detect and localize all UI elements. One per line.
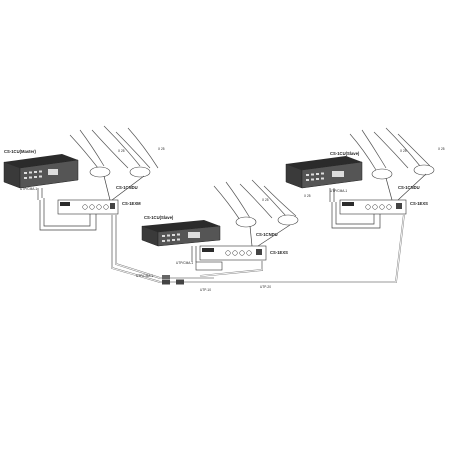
utp-master-label: UTP/CMA-1: [20, 187, 37, 191]
wired-slave-right-label: CS-1CNDU: [398, 185, 420, 190]
link-a-label: UTP/CMA-1: [136, 274, 153, 278]
extender-slave-center: [199, 245, 267, 261]
delegate-mics-master: [69, 125, 159, 178]
wired-slave-center-label: CS-1CNDU: [256, 232, 278, 237]
central-unit-master: [3, 154, 79, 189]
trunk-connector-c: [162, 275, 170, 279]
delegate-mics-slave-right: [349, 127, 435, 180]
utp-slave-right-label: UTP/CMA-1: [330, 189, 347, 193]
link-b-label: UTP-10: [200, 288, 211, 292]
trunk-cables: [111, 213, 405, 285]
wired-master-label: CS-1CNDU: [116, 185, 138, 190]
extender-master-label: CS-1EXM: [122, 201, 141, 206]
central-unit-slave-right: [285, 156, 363, 189]
link-c-label: UTP-20: [260, 285, 271, 289]
unit-master: CS-1CU(Master) UTP/CMA-1: [3, 125, 165, 231]
delegate-mics-slave-center: [213, 179, 299, 228]
mic-count-slave-center-b: X 25: [304, 194, 311, 198]
unit-slave-center: CS-1CU(Slave) UTP/CMA-1 CS-1EXS: [141, 179, 311, 271]
extender-slave-right: [339, 199, 407, 215]
mic-count-master-b: X 25: [158, 147, 165, 151]
extender-slave-center-label: CS-1EXS: [270, 250, 288, 255]
utp-slave-center-label: UTP/CMA-1: [176, 261, 193, 265]
cu-slave-center-label: CS-1CU(Slave): [144, 215, 174, 220]
central-unit-slave-center: [141, 220, 221, 247]
port-box-slave-center: [195, 261, 223, 271]
mic-count-slave-right-b: X 25: [438, 147, 445, 151]
unit-slave-right: CS-1CU(Slave) UTP/CMA-1 CS-1EXS: [285, 127, 445, 229]
cu-slave-right-label: CS-1CU(Slave): [330, 151, 360, 156]
mic-count-slave-center-a: X 25: [262, 198, 269, 202]
trunk-connector-a: [162, 279, 170, 285]
mic-count-slave-right-a: X 25: [400, 149, 407, 153]
trunk-connector-b: [176, 279, 184, 285]
extender-slave-right-label: CS-1EXS: [410, 201, 428, 206]
extender-master: [57, 199, 119, 215]
mic-count-master-a: X 25: [118, 149, 125, 153]
cu-master-label: CS-1CU(Master): [4, 149, 36, 154]
